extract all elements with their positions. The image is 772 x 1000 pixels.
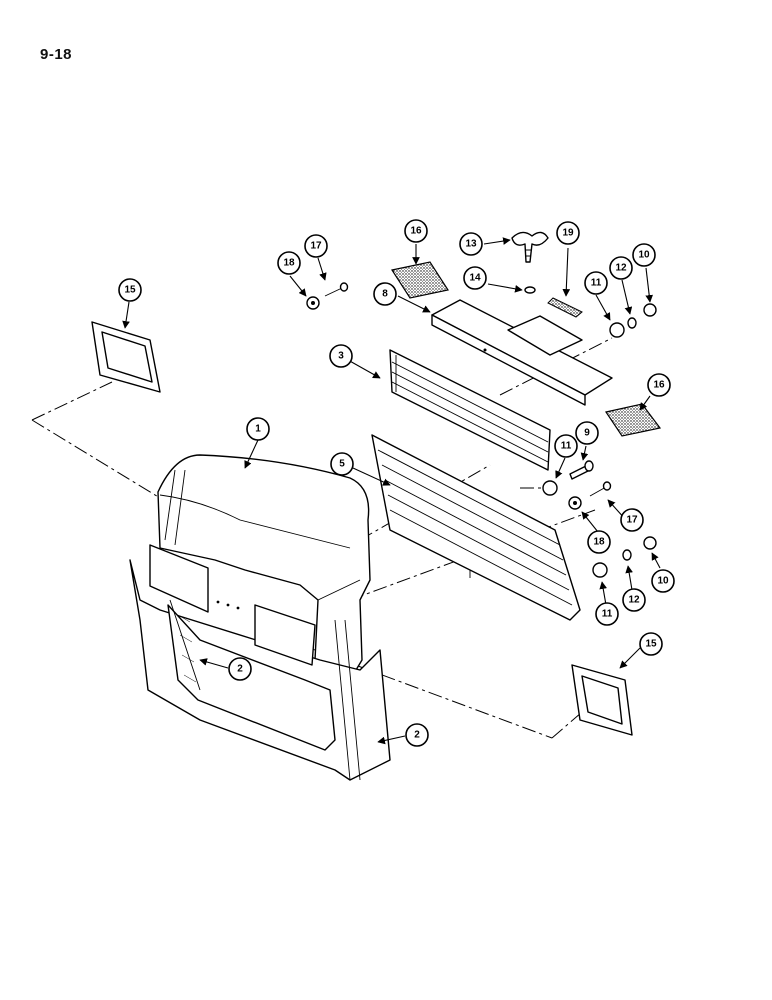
svg-text:18: 18: [283, 258, 295, 269]
part-12-washer-low: [622, 549, 632, 561]
part-10-nut-low: [643, 536, 657, 550]
part-11-spacer-low: [592, 562, 608, 578]
callout-2-right: 2: [405, 723, 429, 747]
svg-text:11: 11: [591, 278, 602, 289]
part-16-foam-pad-right: [605, 403, 662, 437]
svg-text:12: 12: [615, 263, 627, 274]
svg-text:16: 16: [410, 226, 422, 237]
svg-text:9: 9: [584, 428, 590, 439]
callout-17-top: 17: [304, 234, 328, 258]
callout-12-top: 12: [609, 256, 633, 280]
part-14-washer: [524, 286, 536, 294]
callout-12-low: 12: [622, 588, 646, 612]
svg-text:15: 15: [645, 639, 657, 650]
part-15-grommet-right: [571, 664, 633, 736]
callout-1: 1: [246, 417, 270, 441]
svg-text:5: 5: [339, 459, 345, 470]
svg-text:1: 1: [255, 424, 261, 435]
svg-text:13: 13: [465, 239, 477, 250]
callout-3: 3: [329, 344, 353, 368]
svg-text:8: 8: [382, 289, 388, 300]
svg-text:14: 14: [469, 273, 481, 284]
svg-text:12: 12: [628, 595, 640, 606]
part-19-strip: [547, 297, 583, 318]
callouts: 1 2 2 3 5 8 9 10 10 11 11 11 12 12 13 14…: [118, 219, 675, 747]
svg-text:16: 16: [653, 380, 665, 391]
callout-2-left: 2: [228, 657, 252, 681]
callout-10-low: 10: [651, 569, 675, 593]
svg-text:17: 17: [626, 515, 638, 526]
callout-11-low: 11: [595, 602, 619, 626]
svg-text:2: 2: [237, 664, 243, 675]
part-1-grille-housing: [129, 454, 391, 781]
svg-text:3: 3: [338, 351, 344, 362]
part-17-bolt-top: [324, 282, 349, 297]
page-number: 9-18: [40, 46, 73, 63]
part-11-spacer-mid: [542, 480, 558, 496]
callout-17-mid: 17: [620, 508, 644, 532]
part-3-upper-grille: [389, 349, 551, 471]
callout-11-top: 11: [584, 271, 608, 295]
part-11-spacer-top: [609, 322, 625, 338]
svg-text:17: 17: [310, 241, 322, 252]
part-12-washer-top: [627, 317, 637, 329]
part-17-bolt-mid: [589, 481, 612, 497]
callout-18-top: 18: [277, 251, 301, 275]
svg-text:18: 18: [593, 537, 605, 548]
leader-lines: [122, 237, 661, 745]
part-13-wing-bolt: [511, 231, 549, 263]
callout-16-top: 16: [404, 219, 428, 243]
callout-19: 19: [556, 221, 580, 245]
svg-text:19: 19: [562, 228, 574, 239]
callout-16-right: 16: [647, 373, 671, 397]
svg-text:10: 10: [657, 576, 669, 587]
callout-15-left: 15: [118, 278, 142, 302]
callout-8: 8: [373, 282, 397, 306]
callout-13: 13: [459, 232, 483, 256]
svg-text:11: 11: [561, 441, 572, 452]
callout-15-right: 15: [639, 632, 663, 656]
callout-18-mid: 18: [587, 530, 611, 554]
callout-10-top: 10: [632, 243, 656, 267]
part-9-screw: [569, 460, 594, 480]
callout-11-mid: 11: [554, 434, 578, 458]
part-5-lower-grille: [371, 434, 581, 621]
callout-14: 14: [463, 266, 487, 290]
part-8-cover-plate: [431, 299, 613, 406]
svg-text:15: 15: [124, 285, 136, 296]
part-16-foam-pad-top: [391, 261, 449, 299]
part-15-grommet-left: [91, 321, 161, 393]
svg-text:2: 2: [414, 730, 420, 741]
part-10-nut-top: [643, 303, 657, 317]
callout-9: 9: [575, 421, 599, 445]
part-18-washer-mid: [568, 496, 582, 510]
svg-text:11: 11: [602, 609, 613, 620]
part-18-washer-top: [306, 296, 320, 310]
svg-text:10: 10: [638, 250, 650, 261]
callout-5: 5: [330, 452, 354, 476]
